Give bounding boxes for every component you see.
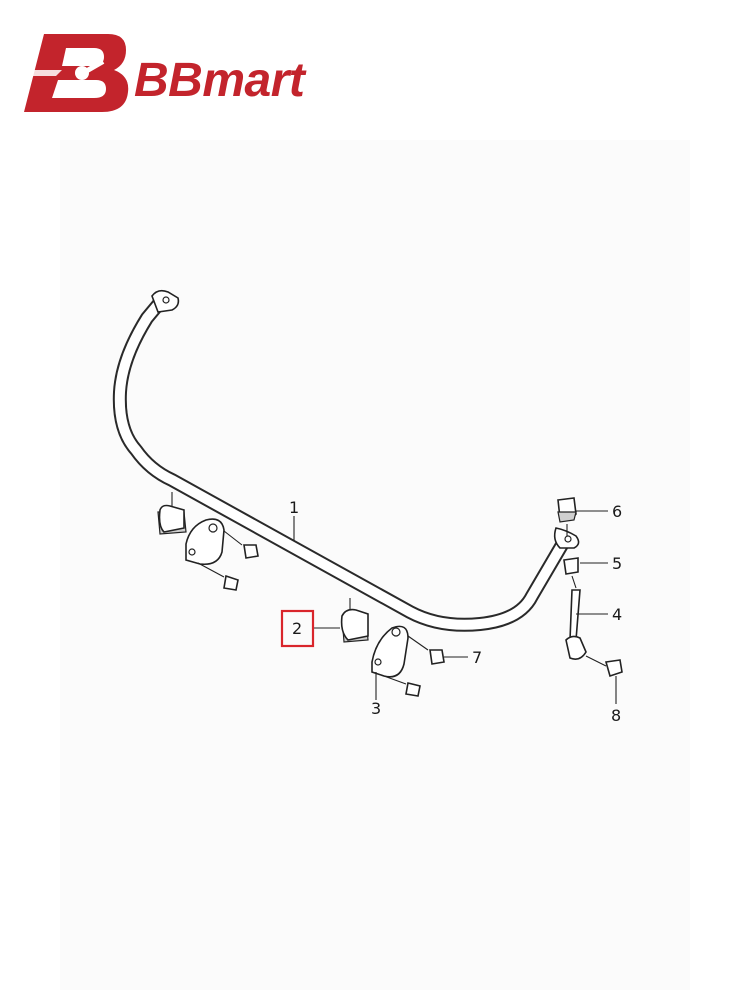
highlight-box	[280, 609, 315, 648]
callout-8: 8	[611, 706, 621, 725]
callout-6: 6	[612, 502, 622, 521]
stabilizer-bar	[112, 289, 580, 632]
left-bushing-assembly	[157, 492, 259, 591]
diagram-background	[60, 140, 690, 990]
callout-leaders	[293, 510, 617, 704]
callout-7: 7	[472, 648, 482, 667]
brand-header: BBmart	[22, 30, 362, 120]
callout-5: 5	[612, 554, 622, 573]
callout-1: 1	[289, 498, 299, 517]
center-bushing-assembly	[340, 598, 445, 697]
callout-4: 4	[612, 605, 622, 624]
callout-3: 3	[371, 699, 381, 718]
brand-name: BBmart	[134, 54, 305, 107]
brand-logo	[24, 34, 129, 112]
callout-2: 2	[292, 619, 302, 638]
end-link-assembly	[557, 497, 623, 678]
